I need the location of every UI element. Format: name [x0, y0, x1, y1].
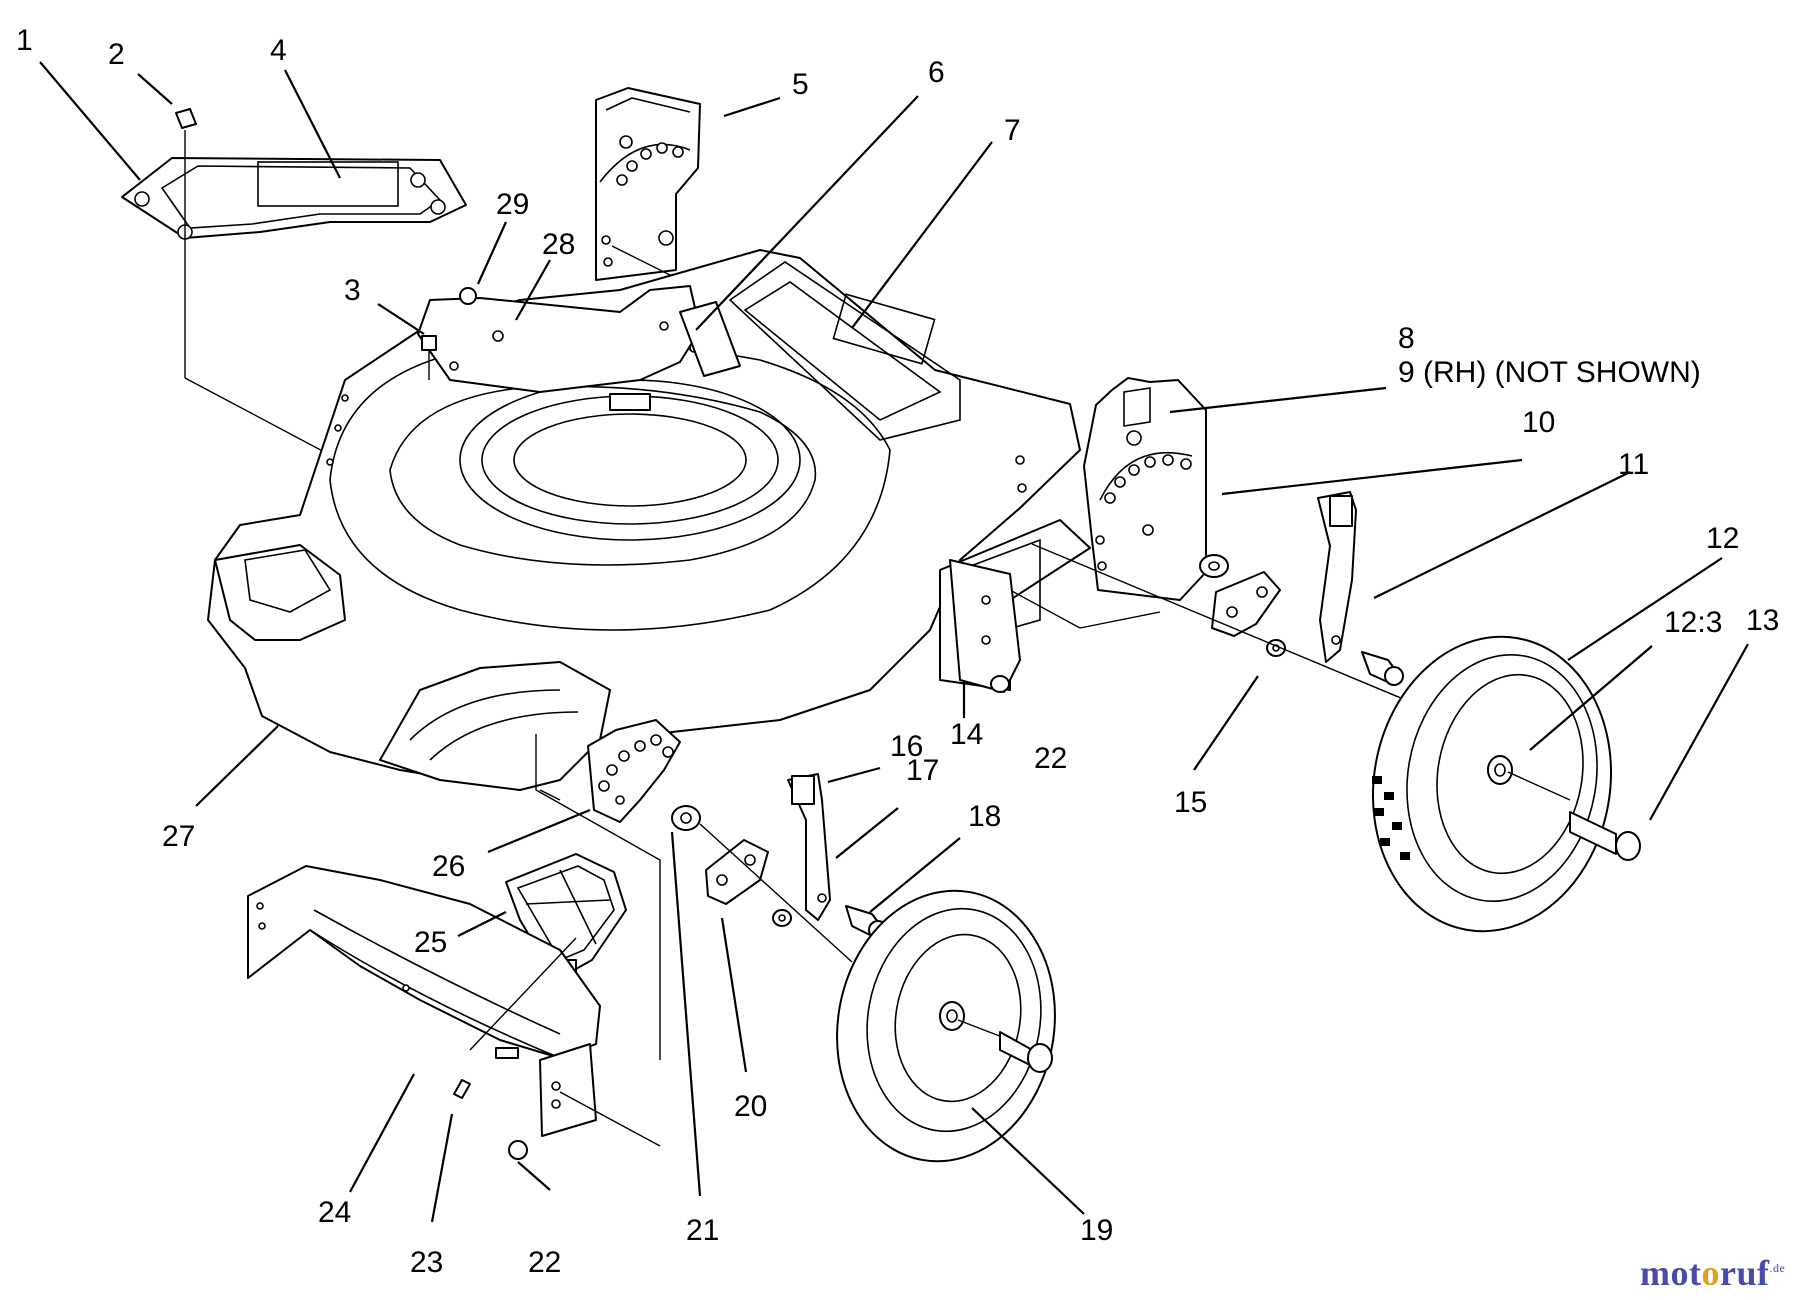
- callout-13: 13: [1746, 604, 1779, 637]
- height-lever-right: [1317, 491, 1357, 663]
- callout-19: 19: [1080, 1214, 1113, 1247]
- callout-22-lower: 22: [528, 1246, 561, 1279]
- nut-lower: [508, 1140, 528, 1160]
- screw-23: [453, 1079, 471, 1099]
- callout-11: 11: [1618, 448, 1649, 481]
- leader-lines: [39, 61, 1749, 1223]
- callout-24: 24: [318, 1196, 351, 1229]
- axle-plate-front: [705, 839, 769, 905]
- callout-21: 21: [686, 1214, 719, 1247]
- watermark-brand-prefix: mot: [1640, 1253, 1702, 1293]
- spacer-washer-right: [1199, 554, 1229, 578]
- callout-2: 2: [108, 38, 125, 71]
- callout-labels: 1 2 3 4 5 6 7 8 9 (RH) (NOT SHOWN) 10 11…: [16, 24, 1779, 1279]
- callout-15: 15: [1174, 786, 1207, 819]
- mower-deck: [207, 249, 1091, 791]
- callout-1: 1: [16, 24, 33, 57]
- callout-25: 25: [414, 926, 447, 959]
- height-bracket-right: [1083, 377, 1207, 601]
- callout-27: 27: [162, 820, 195, 853]
- callout-20: 20: [734, 1090, 767, 1123]
- nut-upper: [990, 675, 1010, 693]
- bolt-3: [421, 335, 437, 380]
- callout-5: 5: [792, 68, 809, 101]
- wheel-right: [1371, 635, 1613, 933]
- spacer-washer-front: [671, 805, 701, 831]
- callout-23: 23: [410, 1246, 443, 1279]
- right-axle-plate: [1211, 571, 1281, 637]
- wheel-bolt-front: [999, 1031, 1053, 1073]
- callout-26: 26: [432, 850, 465, 883]
- watermark-brand-suffix: ruf: [1719, 1253, 1770, 1293]
- wheel-bolt-right: [1569, 811, 1641, 861]
- callout-16: 16: [890, 730, 923, 763]
- motoruf-watermark: motoruf.de: [1640, 1252, 1785, 1294]
- callout-3: 3: [344, 274, 361, 307]
- clip-nut: [175, 108, 197, 129]
- washer-right: [1266, 639, 1286, 657]
- cover-plate: [121, 157, 467, 240]
- height-plate-front: [587, 719, 681, 823]
- wheel-front: [836, 889, 1056, 1163]
- callout-9-note: 9 (RH) (NOT SHOWN): [1398, 356, 1701, 389]
- callout-29: 29: [496, 188, 529, 221]
- height-bracket-left: [595, 87, 701, 281]
- callout-14: 14: [950, 718, 983, 751]
- callout-18: 18: [968, 800, 1001, 833]
- callout-17: 17: [906, 754, 939, 787]
- callout-12: 12: [1706, 522, 1739, 555]
- callout-12-3: 12:3: [1664, 606, 1722, 639]
- callout-10: 10: [1522, 406, 1555, 439]
- height-lever-front: [787, 773, 831, 921]
- callout-6: 6: [928, 56, 945, 89]
- callout-8: 8: [1398, 322, 1415, 355]
- watermark-brand-o: o: [1701, 1253, 1720, 1293]
- callout-22-upper: 22: [1034, 742, 1067, 775]
- front-skirt: [247, 865, 601, 1137]
- callout-4: 4: [270, 34, 287, 67]
- washer-front: [772, 909, 792, 927]
- watermark-tld: .de: [1769, 1261, 1786, 1275]
- bolt-right: [1361, 651, 1404, 686]
- nut-29: [459, 287, 477, 305]
- callout-28: 28: [542, 228, 575, 261]
- callout-7: 7: [1004, 114, 1021, 147]
- front-axle-bracket: [949, 559, 1021, 693]
